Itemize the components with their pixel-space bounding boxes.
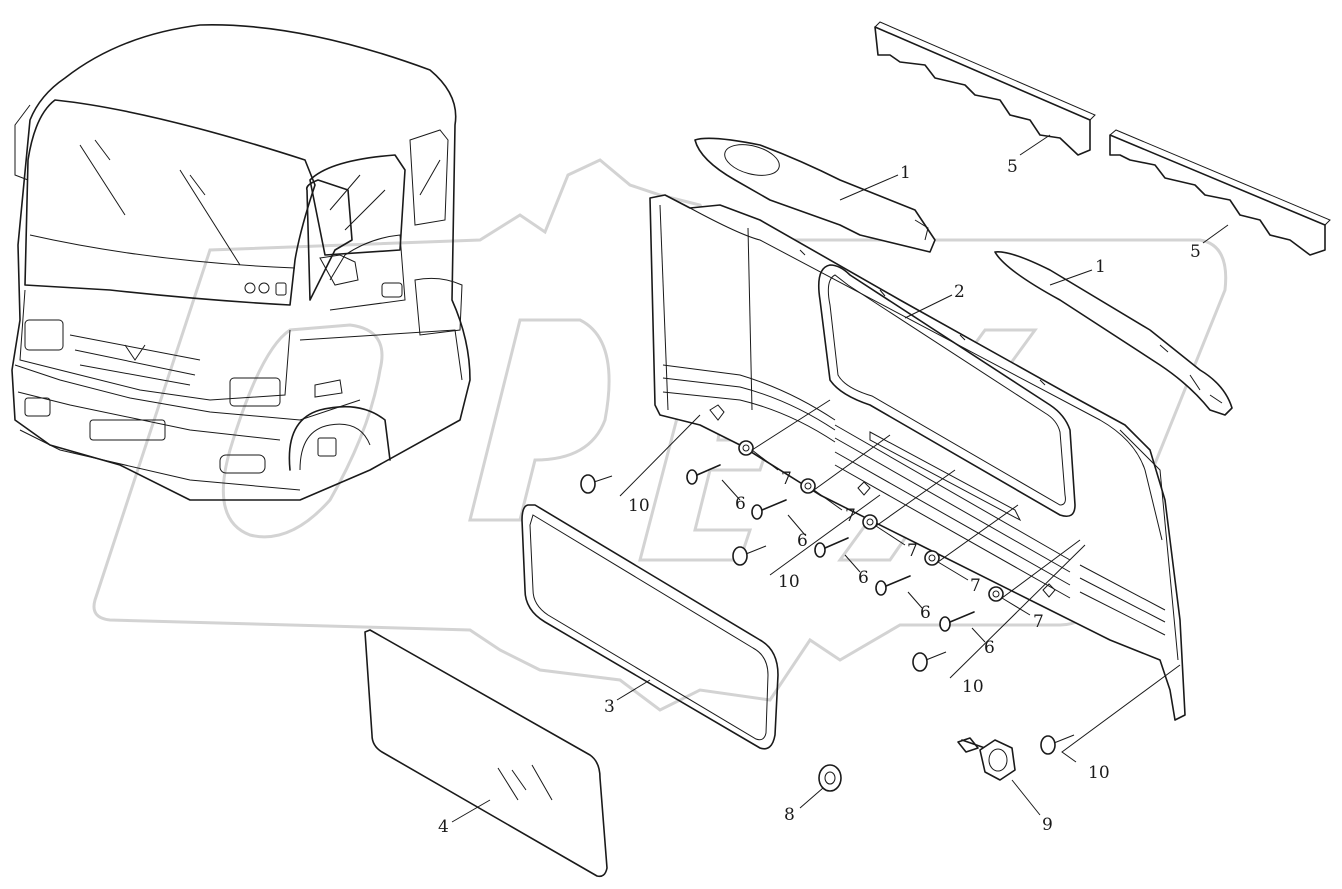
screw-6-e: [939, 611, 975, 632]
part-4-glass: [364, 629, 608, 878]
fasteners: [580, 440, 1075, 792]
callout-10-c: 10: [962, 677, 984, 697]
callout-9: 9: [1042, 815, 1053, 835]
callout-10-b: 10: [778, 572, 800, 592]
part-1-trim-right: [994, 251, 1233, 416]
clip-7-c: [862, 514, 878, 530]
callout-6-c: 6: [858, 568, 869, 588]
callout-7-b: 7: [845, 506, 856, 526]
pin-10-a: [580, 474, 613, 494]
screw-6-d: [875, 575, 911, 596]
callout-10-a: 10: [628, 496, 650, 516]
callout-6-b: 6: [797, 531, 808, 551]
callout-4: 4: [438, 817, 449, 837]
pin-10-d: [1040, 734, 1075, 755]
clip-7-a: [738, 440, 754, 456]
nut-8: [818, 764, 842, 792]
leader-lines: [451, 134, 1229, 823]
part-5-pad-lower: [1109, 129, 1331, 256]
callout-7-e: 7: [1033, 612, 1044, 632]
screw-6-c: [814, 537, 849, 558]
callout-7-a: 7: [781, 469, 792, 489]
callout-6-d: 6: [920, 603, 931, 623]
callout-labels: 1 1 2 3 4 5 5 6 6 6 6 6 7 7 7 7 7 8 9 10…: [438, 157, 1201, 837]
screw-6-a: [686, 464, 721, 485]
callout-5-upper: 5: [1007, 157, 1018, 177]
callout-3: 3: [604, 697, 615, 717]
screw-6-b: [751, 499, 787, 520]
callout-7-c: 7: [907, 541, 918, 561]
truck-cab-illustration: [11, 24, 471, 501]
callout-5-lower: 5: [1190, 242, 1201, 262]
callout-6-a: 6: [735, 494, 746, 514]
clip-7-b: [800, 478, 816, 494]
callout-7-d: 7: [970, 576, 981, 596]
callout-1-upper: 1: [900, 163, 911, 183]
callout-10-d: 10: [1088, 763, 1110, 783]
part-1-trim-left: [694, 137, 936, 253]
part-3-seal: [521, 504, 779, 750]
bolt-9: [957, 737, 1016, 781]
pin-10-c: [912, 651, 947, 672]
part-2-rear-panel: [649, 194, 1186, 721]
callout-2: 2: [954, 282, 965, 302]
clip-7-d: [924, 550, 940, 566]
clip-7-e: [988, 586, 1004, 602]
callout-6-e: 6: [984, 638, 995, 658]
callout-1-lower: 1: [1095, 257, 1106, 277]
callout-8: 8: [784, 805, 795, 825]
pin-10-b: [732, 545, 767, 566]
part-5-pad-upper: [874, 21, 1096, 156]
